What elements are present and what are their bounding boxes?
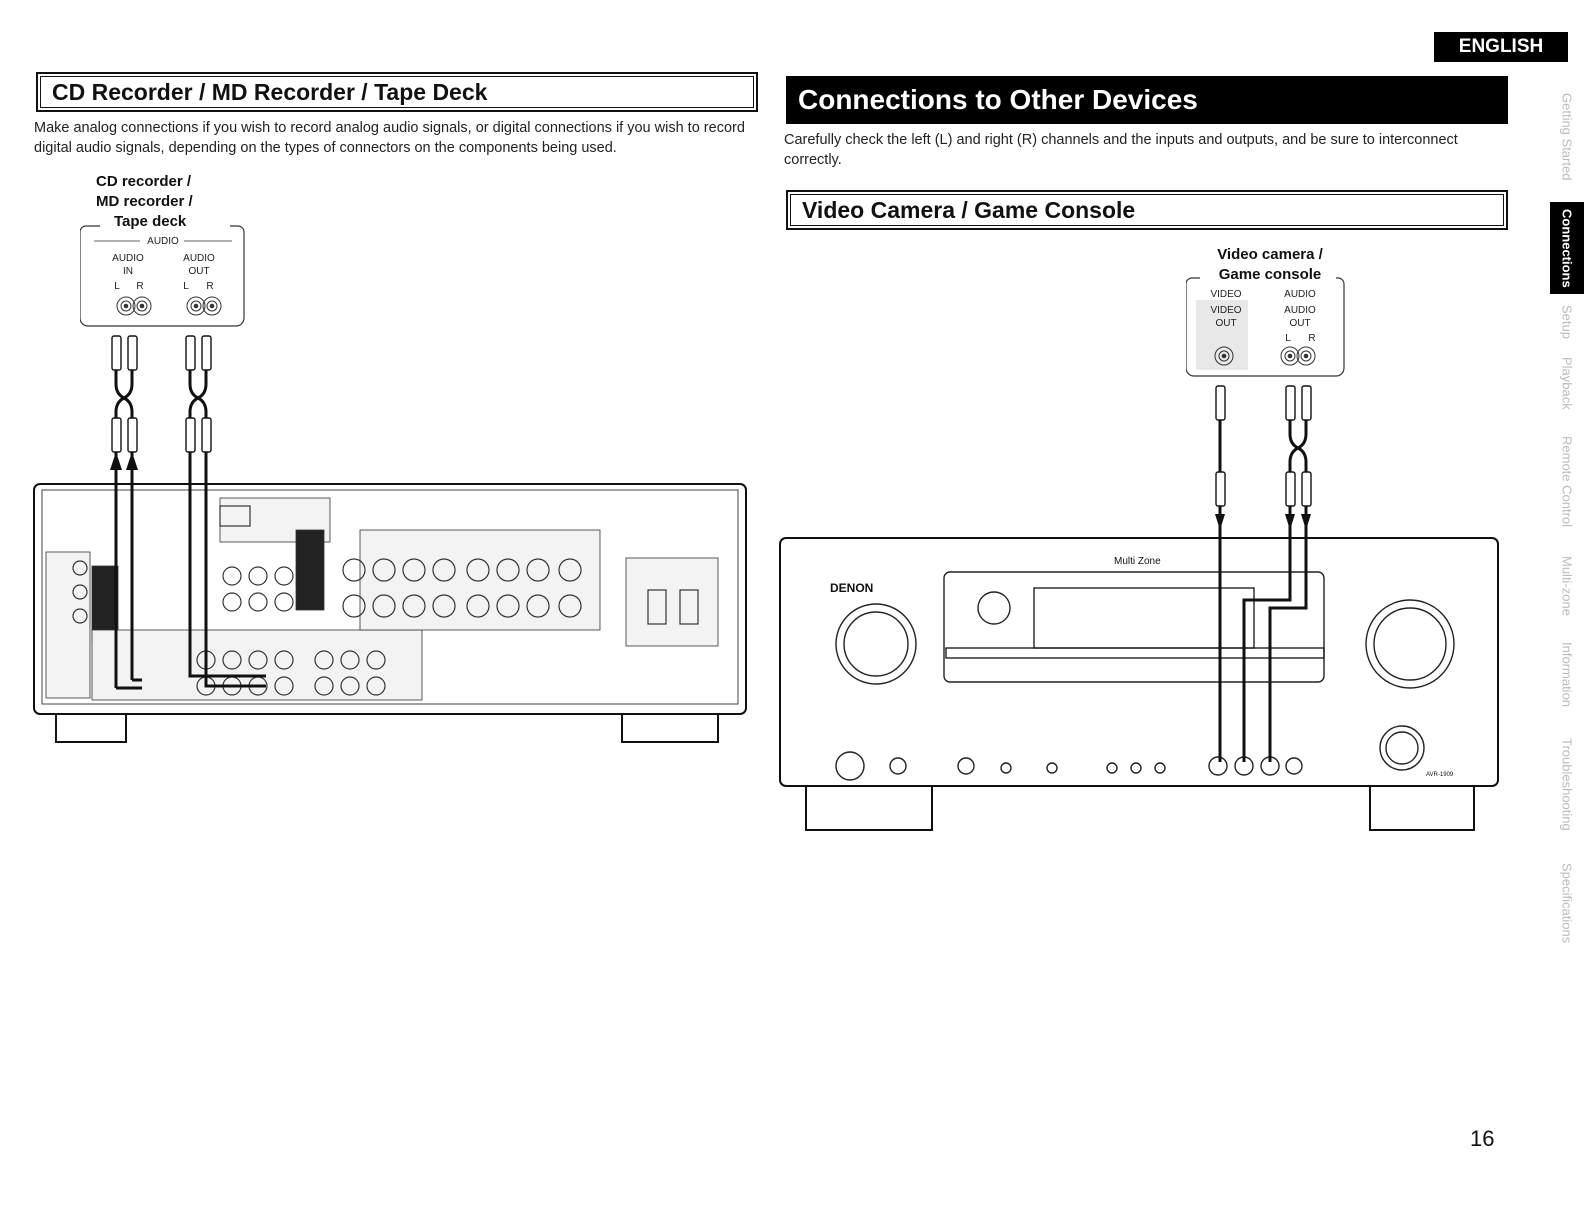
cd-audio-out-label: AUDIO OUT xyxy=(179,252,219,278)
vd-label-line2: Game console xyxy=(1218,266,1322,283)
vd-video-out-label: VIDEO OUT xyxy=(1202,304,1250,330)
vd-video-line2: OUT xyxy=(1215,318,1237,329)
cd-in-r: R xyxy=(136,281,144,292)
section-title-cd-recorder: CD Recorder / MD Recorder / Tape Deck xyxy=(36,72,758,112)
side-tab-getting-started[interactable]: Getting Started xyxy=(1559,93,1575,181)
side-tab-multi-zone[interactable]: Multi-zone xyxy=(1559,556,1575,616)
side-tab-specifications[interactable]: Specifications xyxy=(1559,862,1575,944)
left-intro-text: Make analog connections if you wish to r… xyxy=(34,120,745,156)
cd-out-line2: OUT xyxy=(188,266,210,277)
receiver-multizone: Multi Zone xyxy=(1114,556,1161,567)
section-title-video-camera: Video Camera / Game Console xyxy=(786,190,1508,230)
language-badge: ENGLISH xyxy=(1434,32,1568,62)
cd-out-l: L xyxy=(183,281,189,292)
vd-audio-group: AUDIO xyxy=(1284,289,1316,300)
receiver-model: AVR-1909 xyxy=(1426,772,1454,778)
right-intro-text: Carefully check the left (L) and right (… xyxy=(784,132,1458,168)
vd-l: L xyxy=(1285,333,1291,344)
video-device-label: Video camera / Game console xyxy=(1200,245,1340,285)
side-tab-connections[interactable]: Connections xyxy=(1550,202,1584,294)
cd-out-line1: AUDIO xyxy=(183,253,215,264)
receiver-front-panel-diagram: DENON Multi Zone AVR-1909 xyxy=(779,385,1499,831)
receiver-rear-panel-diagram xyxy=(33,335,747,743)
vd-audio-out-label: AUDIO OUT xyxy=(1276,304,1324,330)
receiver-brand: DENON xyxy=(830,581,873,595)
cd-audio-group: AUDIO xyxy=(147,236,179,247)
video-device-box xyxy=(1186,277,1345,377)
page-title: Connections to Other Devices xyxy=(786,76,1508,124)
vd-r: R xyxy=(1308,333,1316,344)
cd-audio-in-label: AUDIO IN xyxy=(108,252,148,278)
vd-audio-line2: OUT xyxy=(1289,318,1311,329)
side-tab-setup[interactable]: Setup xyxy=(1559,305,1575,339)
cd-label-line1: CD recorder / xyxy=(96,173,192,190)
cd-in-l: L xyxy=(114,281,120,292)
vd-label-line1: Video camera / xyxy=(1217,246,1323,263)
cd-in-line1: AUDIO xyxy=(112,253,144,264)
vd-audio-line1: AUDIO xyxy=(1284,305,1316,316)
cd-in-line2: IN xyxy=(123,266,133,277)
cd-label-line3: Tape deck xyxy=(114,213,187,230)
page-number: 16 xyxy=(1470,1126,1495,1151)
vd-video-line1: VIDEO xyxy=(1210,305,1242,316)
cd-label-line2: MD recorder / xyxy=(96,193,193,210)
side-tab-remote-control[interactable]: Remote Control xyxy=(1559,436,1575,528)
vd-video-group: VIDEO xyxy=(1210,289,1242,300)
side-tab-playback[interactable]: Playback xyxy=(1559,356,1575,410)
side-tab-troubleshooting[interactable]: Troubleshooting xyxy=(1559,737,1575,831)
cd-out-r: R xyxy=(206,281,214,292)
cd-device-box xyxy=(80,225,245,327)
side-tab-information[interactable]: Information xyxy=(1559,642,1575,708)
cd-device-label: CD recorder / MD recorder / Tape deck xyxy=(96,172,226,232)
